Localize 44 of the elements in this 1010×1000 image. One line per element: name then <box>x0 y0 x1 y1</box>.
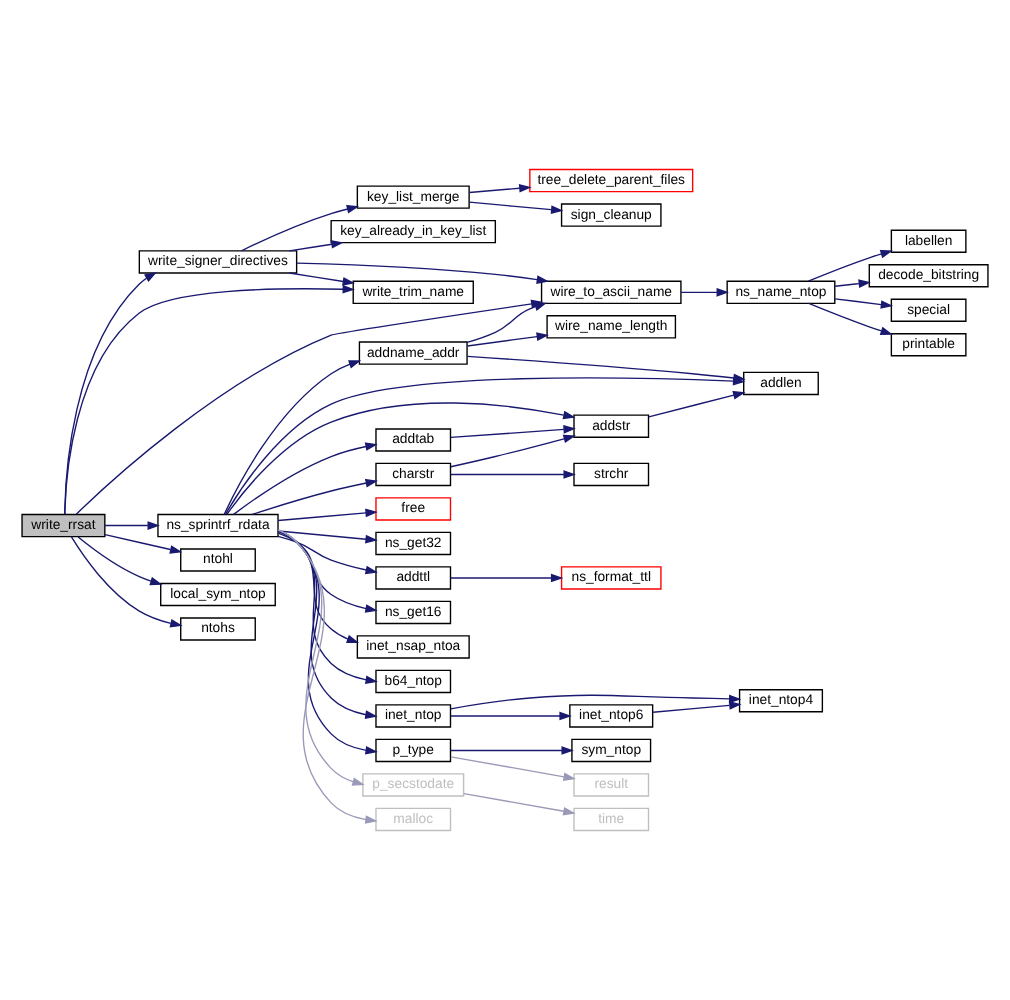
arrow <box>277 529 378 719</box>
arrow <box>466 302 547 344</box>
arrow <box>463 792 576 816</box>
arrow <box>466 355 746 383</box>
arrow <box>277 529 378 755</box>
arrow <box>468 201 564 214</box>
arrow <box>277 530 378 544</box>
arrow <box>277 530 378 685</box>
arrow <box>232 442 378 516</box>
arrow <box>240 204 360 252</box>
arrow <box>648 391 746 418</box>
arrow <box>277 535 378 575</box>
arrow <box>77 536 163 586</box>
arrow <box>223 360 362 515</box>
arrow <box>450 470 576 479</box>
arrow <box>466 332 549 347</box>
arrow <box>450 694 742 710</box>
arrow <box>277 532 378 613</box>
arrow <box>450 434 576 468</box>
arrow <box>296 262 550 284</box>
arrow <box>834 298 894 309</box>
arrow <box>251 478 378 516</box>
arrow <box>450 746 574 755</box>
arrow <box>104 534 183 554</box>
arrow <box>277 529 378 824</box>
arrow <box>807 249 893 282</box>
arrow <box>277 531 360 644</box>
arrow <box>64 284 356 516</box>
arrow <box>288 272 355 286</box>
arrow <box>277 508 378 522</box>
arrow <box>450 711 572 721</box>
arrow <box>468 183 532 194</box>
arrow <box>808 302 893 335</box>
arrow <box>104 521 160 530</box>
arrow <box>450 425 576 439</box>
arrow <box>652 701 742 713</box>
arrow <box>680 287 729 297</box>
arrow <box>277 529 365 786</box>
arrow <box>226 402 576 515</box>
arrow <box>450 573 564 583</box>
arrow <box>70 536 183 628</box>
arrow <box>288 240 344 252</box>
arrow <box>450 756 576 782</box>
arrow <box>834 279 871 288</box>
